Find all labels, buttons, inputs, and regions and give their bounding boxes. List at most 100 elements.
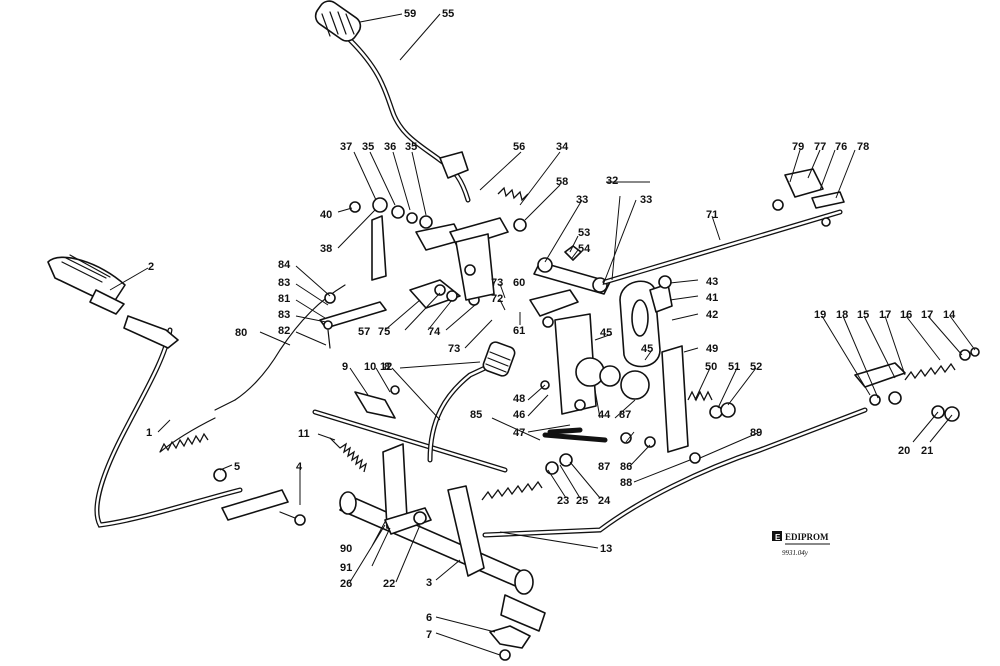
spring-50 <box>687 390 713 402</box>
callout-10: 10 <box>364 361 376 373</box>
callout-75: 75 <box>378 326 390 338</box>
arm-22 <box>447 485 485 577</box>
callout-73: 73 <box>491 277 503 289</box>
callout-88: 88 <box>620 477 632 489</box>
bracket-37 <box>371 215 387 281</box>
callout-54: 54 <box>578 243 591 255</box>
callout-81: 81 <box>278 293 290 305</box>
callout-32: 32 <box>606 175 618 187</box>
callout-15: 15 <box>857 309 869 321</box>
callout-80: 80 <box>235 327 247 339</box>
callout-14: 14 <box>943 309 956 321</box>
callout-78: 78 <box>857 141 869 153</box>
callout-38: 38 <box>320 243 332 255</box>
callout-17b: 17 <box>921 309 933 321</box>
callout-26: 26 <box>340 578 352 590</box>
callout-51: 51 <box>728 361 740 373</box>
callout-91: 91 <box>340 562 352 574</box>
callout-85: 85 <box>470 409 482 421</box>
lever-55 <box>314 0 471 203</box>
callout-46: 46 <box>513 409 525 421</box>
callout-77: 77 <box>814 141 826 153</box>
callout-12: 12 <box>380 361 392 373</box>
callout-3: 3 <box>426 577 432 589</box>
callout-9: 9 <box>342 361 348 373</box>
callout-34: 34 <box>556 141 569 153</box>
publisher-logo: E EDIPROM 9931.04y <box>772 531 830 557</box>
callout-84: 84 <box>278 259 291 271</box>
callout-37: 37 <box>340 141 352 153</box>
link-bar-5 <box>221 489 289 521</box>
callout-44: 44 <box>598 409 611 421</box>
callout-35b: 35 <box>405 141 417 153</box>
callout-25: 25 <box>576 495 588 507</box>
callout-35: 35 <box>362 141 374 153</box>
callout-13: 13 <box>600 543 612 555</box>
bracket-10 <box>354 391 396 419</box>
callout-41: 41 <box>706 292 718 304</box>
callout-89: 89 <box>750 427 762 439</box>
cross-shaft-3 <box>339 491 546 632</box>
bracket-15 <box>854 362 906 388</box>
callout-17: 17 <box>879 309 891 321</box>
callout-4: 4 <box>296 461 303 473</box>
logo-name: EDIPROM <box>785 532 829 542</box>
callout-33: 33 <box>576 194 588 206</box>
pedal-2 <box>47 254 126 315</box>
callout-19: 19 <box>814 309 826 321</box>
callout-87b: 87 <box>598 461 610 473</box>
callout-6: 6 <box>426 612 432 624</box>
plate-45 <box>554 313 597 415</box>
callout-7: 7 <box>426 629 432 641</box>
callout-18: 18 <box>836 309 848 321</box>
callout-23: 23 <box>557 495 569 507</box>
parts-artwork <box>47 0 980 661</box>
callout-45: 45 <box>600 327 612 339</box>
bracket-77 <box>784 168 824 198</box>
callout-21: 21 <box>921 445 933 457</box>
callout-49: 49 <box>706 343 718 355</box>
callout-40: 40 <box>320 209 332 221</box>
callout-73b: 73 <box>448 343 460 355</box>
svg-text:E: E <box>775 533 781 542</box>
callout-59: 59 <box>404 8 416 20</box>
callout-22: 22 <box>383 578 395 590</box>
callout-60: 60 <box>513 277 525 289</box>
rod-47 <box>547 427 583 435</box>
callout-83b: 83 <box>278 309 290 321</box>
leader-lines <box>109 13 976 656</box>
callout-50: 50 <box>705 361 717 373</box>
callout-33b: 33 <box>640 194 652 206</box>
pedal-rod-1 <box>94 315 243 528</box>
callout-47: 47 <box>513 427 525 439</box>
callout-86: 86 <box>620 461 632 473</box>
bracket-57 <box>409 279 461 309</box>
callout-87: 87 <box>619 409 631 421</box>
callout-11: 11 <box>298 428 310 440</box>
bracket-49 <box>661 345 689 453</box>
callout-71: 71 <box>706 209 718 221</box>
callout-1: 1 <box>146 427 152 439</box>
callout-5: 5 <box>234 461 240 473</box>
callout-58: 58 <box>556 176 568 188</box>
callout-43: 43 <box>706 276 718 288</box>
callout-53: 53 <box>578 227 590 239</box>
callout-72: 72 <box>491 293 503 305</box>
callout-labels: 59 55 2 56 34 58 37 35 36 35 40 38 32 33… <box>146 8 956 641</box>
callout-82: 82 <box>278 325 290 337</box>
callout-55: 55 <box>442 8 454 20</box>
callout-90: 90 <box>340 543 352 555</box>
callout-61: 61 <box>513 325 525 337</box>
drawing-code: 9931.04y <box>782 549 809 557</box>
callout-24: 24 <box>598 495 611 507</box>
callout-76: 76 <box>835 141 847 153</box>
bracket-33 <box>533 261 611 295</box>
callout-52: 52 <box>750 361 762 373</box>
callout-45b: 45 <box>641 343 653 355</box>
callout-79: 79 <box>792 141 804 153</box>
callout-48: 48 <box>513 393 525 405</box>
callout-42: 42 <box>706 309 718 321</box>
callout-16: 16 <box>900 309 912 321</box>
callout-8: 8 <box>384 361 390 373</box>
